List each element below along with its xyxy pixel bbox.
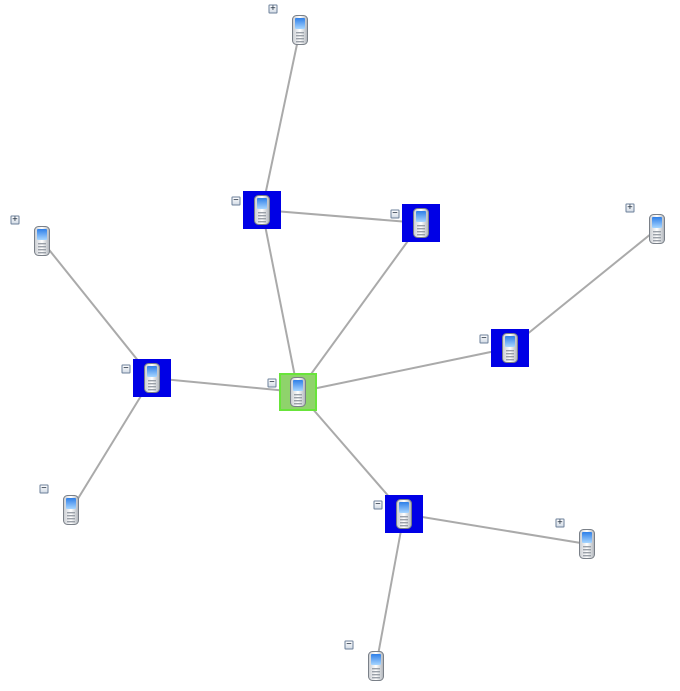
edge-n1-n3 [261,29,301,211]
graph-node-n10[interactable] [385,495,423,533]
edge-n6-n9 [70,377,153,511]
edge-n10-n11 [403,513,588,545]
edge-n1-n2 [261,209,422,224]
collapse-toggle-n2[interactable]: − [390,208,400,219]
mobile-phone-icon [368,651,384,681]
collapse-toggle-n9[interactable]: − [39,483,49,494]
expand-toggle-n5[interactable]: + [625,202,635,213]
graph-node-n5[interactable] [645,212,669,246]
collapse-toggle-n12[interactable]: − [344,639,354,650]
collapse-toggle-n10[interactable]: − [373,499,383,510]
mobile-phone-icon [396,499,412,529]
graph-node-n6[interactable] [133,359,171,397]
mobile-phone-icon [34,226,50,256]
mobile-phone-icon [502,333,518,363]
edge-n10-n12 [375,513,405,667]
collapse-toggle-n7[interactable]: − [479,333,489,344]
edge-n6-n8 [151,377,299,393]
mobile-phone-icon [292,15,308,45]
edge-n7-n8 [297,347,511,393]
graph-node-n1[interactable] [243,191,281,229]
mobile-phone-icon [254,195,270,225]
expand-toggle-n11[interactable]: + [555,517,565,528]
edge-n4-n6 [41,240,153,379]
graph-node-n8[interactable] [279,373,317,411]
collapse-toggle-n1[interactable]: − [231,195,241,206]
edge-n8-n10 [297,391,405,515]
mobile-phone-icon [649,214,665,244]
collapse-toggle-n6[interactable]: − [121,363,131,374]
mobile-phone-icon [579,529,595,559]
expand-toggle-n4[interactable]: + [10,214,20,225]
expand-toggle-n3[interactable]: + [268,3,278,14]
edge-n5-n7 [509,228,658,349]
graph-node-n3[interactable] [288,13,312,47]
graph-node-n12[interactable] [364,649,388,683]
graph-node-n4[interactable] [30,224,54,258]
mobile-phone-icon [290,377,306,407]
mobile-phone-icon [63,495,79,525]
graph-node-n9[interactable] [59,493,83,527]
graph-node-n2[interactable] [402,204,440,242]
edge-n1-n8 [261,209,299,393]
collapse-toggle-n8[interactable]: − [267,377,277,388]
mobile-phone-icon [413,208,429,238]
mobile-phone-icon [144,363,160,393]
graph-node-n11[interactable] [575,527,599,561]
edge-n2-n8 [297,222,422,393]
graph-node-n7[interactable] [491,329,529,367]
